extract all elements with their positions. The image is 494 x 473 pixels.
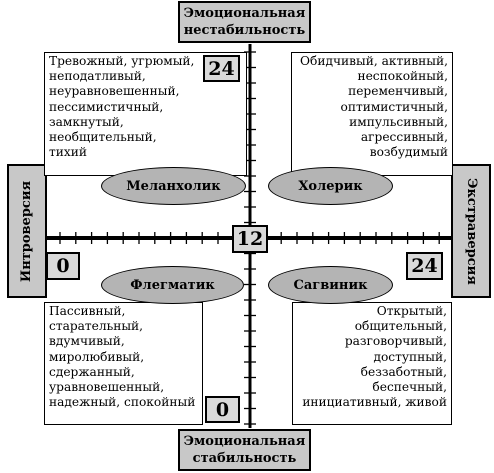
scale-center-value: 12 — [232, 225, 268, 253]
scale-left-value: 0 — [46, 252, 80, 280]
axis-label-extraversion: Экстраверсия — [451, 164, 491, 298]
scale-top-value: 24 — [203, 55, 240, 82]
axis-label-top-line-1: Эмоциональная — [183, 6, 306, 21]
axis-label-introversion: Интроверсия — [7, 164, 47, 298]
trait-item: сдержанный, — [49, 364, 135, 379]
trait-item: беззаботный, — [360, 364, 447, 379]
phlegmatic-label: Флегматик — [101, 266, 244, 304]
trait-item: Тревожный, угрюмый, — [49, 54, 195, 68]
trait-item: неподатливый, — [49, 69, 146, 84]
trait-item: неуравновешенный, — [49, 84, 180, 99]
trait-item: Пассивный, — [49, 304, 126, 318]
trait-item: доступный, — [373, 349, 447, 364]
trait-item: инициативный, живой — [302, 395, 447, 410]
trait-item: уравновешенный, — [49, 380, 165, 395]
choleric-label: Холерик — [268, 167, 393, 205]
sanguine-label: Сагвиник — [268, 266, 393, 304]
axis-label-right-text: Экстраверсия — [463, 177, 479, 285]
trait-item: старательный, — [49, 319, 144, 334]
axis-label-left-text: Интроверсия — [19, 180, 35, 282]
phlegmatic-traits: Пассивный, старательный, вдумчивый, миро… — [44, 302, 203, 425]
choleric-name: Холерик — [298, 178, 363, 194]
trait-item: беспечный, — [372, 380, 447, 395]
scale-right-value: 24 — [406, 252, 443, 280]
trait-item: импульсивный, — [349, 114, 448, 129]
trait-item: Обидчивый, активный, — [300, 54, 448, 68]
trait-item: агрессивный, — [360, 130, 448, 145]
melancholic-name: Меланхолик — [126, 178, 221, 194]
phlegmatic-name: Флегматик — [130, 277, 215, 293]
trait-item: пессимистичный, — [49, 99, 164, 114]
trait-item: тихий — [49, 145, 87, 160]
trait-item: надежный, спокойный — [49, 395, 196, 410]
trait-item: разговорчивый, — [344, 334, 447, 349]
trait-item: вдумчивый, — [49, 334, 125, 349]
trait-item: переменчивый, — [348, 84, 448, 99]
choleric-traits: Обидчивый, активный, неспокойный, переме… — [291, 52, 453, 176]
trait-item: Открытый, — [376, 304, 447, 318]
melancholic-label: Меланхолик — [101, 167, 246, 205]
trait-item: замкнутый, — [49, 114, 124, 129]
axis-label-bottom-line-2: стабильность — [192, 451, 297, 466]
axis-label-emotional-instability: Эмоциональная нестабильность — [178, 1, 311, 43]
trait-item: общительный, — [354, 319, 447, 334]
sanguine-name: Сагвиник — [293, 277, 368, 293]
trait-item: возбудимый — [369, 145, 448, 160]
axis-label-bottom-line-1: Эмоциональная — [183, 434, 306, 449]
sanguine-traits: Открытый, общительный, разговорчивый, до… — [292, 302, 452, 425]
scale-bottom-value: 0 — [205, 396, 240, 423]
trait-item: оптимистичный, — [340, 99, 449, 114]
axis-label-top-line-2: нестабильность — [183, 23, 306, 38]
trait-item: неспокойный, — [357, 69, 448, 84]
trait-item: миролюбивый, — [49, 349, 145, 364]
axis-label-emotional-stability: Эмоциональная стабильность — [178, 429, 311, 471]
trait-item: необщительный, — [49, 130, 157, 145]
